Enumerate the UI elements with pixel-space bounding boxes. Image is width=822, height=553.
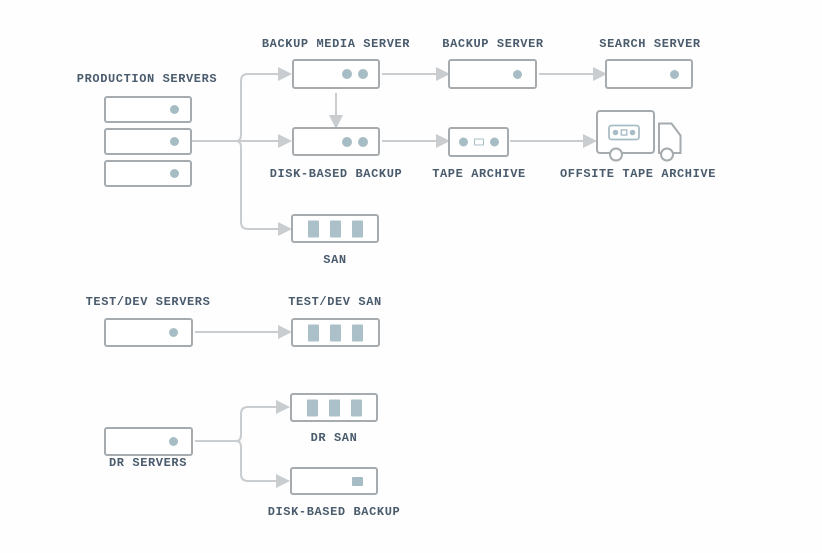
server-led-icon <box>670 69 679 79</box>
node-production-server-1 <box>104 96 192 123</box>
label-test-dev-servers: TEST/DEV SERVERS <box>85 295 211 309</box>
node-dr-servers <box>104 427 193 456</box>
label-tape-archive: TAPE ARCHIVE <box>432 167 526 181</box>
server-led-icon <box>170 137 179 146</box>
label-dr-disk-based-backup: DISK-BASED BACKUP <box>267 505 401 519</box>
server-led-icon <box>169 437 178 446</box>
label-san: SAN <box>323 253 347 267</box>
server-led-icon <box>342 69 352 79</box>
tape-cassette-icon <box>450 137 507 147</box>
label-production-servers: PRODUCTION SERVERS <box>76 72 218 86</box>
node-disk-based-backup <box>292 127 380 156</box>
truck-cassette-icon <box>608 124 640 141</box>
label-search-server: SEARCH SERVER <box>599 37 701 51</box>
disk-icon <box>352 476 363 486</box>
truck-wheel <box>609 147 623 162</box>
server-led-icon <box>358 136 368 147</box>
node-search-server <box>605 59 693 89</box>
label-dr-san: DR SAN <box>310 431 358 445</box>
node-test-dev-servers <box>104 318 193 347</box>
connector-prod-to-backup-media <box>235 67 292 142</box>
truck-cab <box>658 122 682 154</box>
san-disks-icon <box>292 399 376 416</box>
truck-cargo-box <box>596 110 655 154</box>
node-test-dev-san <box>291 318 380 347</box>
server-led-icon <box>170 105 179 114</box>
node-dr-san <box>290 393 378 422</box>
server-led-icon <box>170 169 179 178</box>
label-backup-server: BACKUP SERVER <box>442 37 544 51</box>
label-offsite-tape-archive: OFFSITE TAPE ARCHIVE <box>559 167 717 181</box>
server-led-icon <box>513 69 522 79</box>
label-disk-based-backup: DISK-BASED BACKUP <box>269 167 403 181</box>
node-backup-server <box>448 59 537 89</box>
offsite-truck-icon <box>596 110 682 162</box>
node-san <box>291 214 379 243</box>
connector-dr-to-dr-san <box>235 400 290 442</box>
node-production-server-2 <box>104 128 192 155</box>
node-backup-media-server <box>292 59 380 89</box>
san-disks-icon <box>293 324 378 341</box>
node-dr-disk-based-backup <box>290 467 378 495</box>
truck-wheel <box>660 147 674 162</box>
node-tape-archive <box>448 127 509 157</box>
san-disks-icon <box>293 220 377 237</box>
label-test-dev-san: TEST/DEV SAN <box>288 295 382 309</box>
connector-dr-to-disk-backup <box>235 440 290 488</box>
connector-prod-to-san <box>235 140 292 236</box>
label-backup-media-server: BACKUP MEDIA SERVER <box>261 37 411 51</box>
label-dr-servers: DR SERVERS <box>108 456 188 470</box>
server-led-icon <box>342 136 352 147</box>
node-production-server-3 <box>104 160 192 187</box>
server-led-icon <box>358 69 368 79</box>
server-led-icon <box>169 328 178 337</box>
